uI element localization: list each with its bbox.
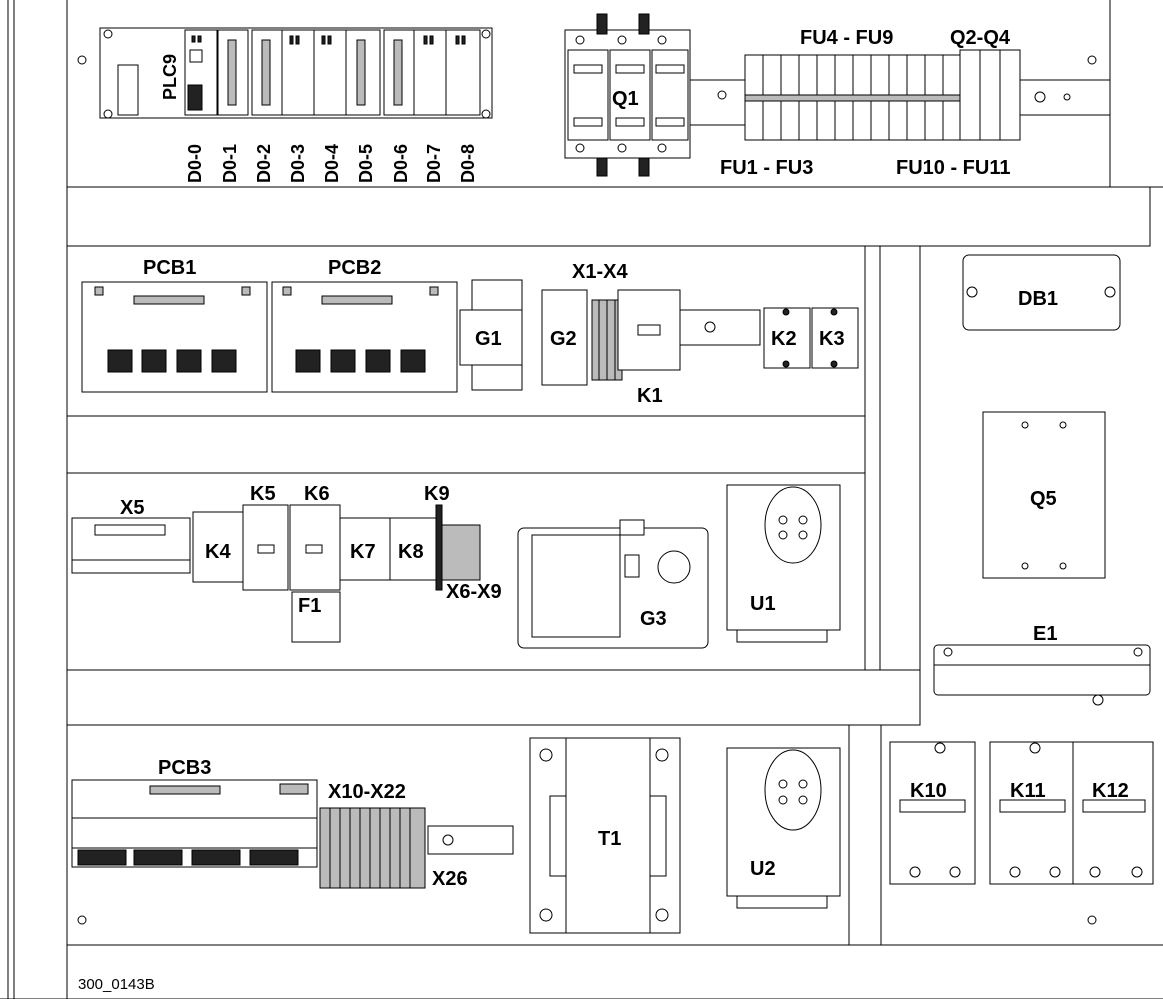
k8-label: K8 (398, 541, 424, 563)
d0-3-label: D0-3 (288, 144, 308, 183)
x5-label: X5 (120, 497, 144, 519)
x6-x9-label: X6-X9 (446, 581, 502, 603)
x1-x4-label: X1-X4 (572, 261, 628, 283)
pcb1: PCB1 (81, 257, 268, 393)
plc9-label: PLC9 (160, 54, 180, 100)
pcb3: PCB3 (71, 757, 318, 868)
x26-label: X26 (432, 868, 468, 890)
q5-label: Q5 (1030, 488, 1057, 510)
g3-supply: G3 (517, 519, 709, 649)
k5-label: K5 (250, 483, 276, 505)
pcb3-label: PCB3 (158, 757, 211, 779)
plc-io-modules (191, 29, 481, 116)
t1-label: T1 (598, 828, 621, 850)
g1-label: G1 (475, 328, 502, 350)
g3-label: G3 (640, 608, 667, 630)
fu4-fu9-label: FU4 - FU9 (800, 27, 893, 49)
d0-4-label: D0-4 (322, 144, 342, 183)
g2-label: G2 (550, 328, 577, 350)
x5-terminal: X5 (71, 497, 191, 574)
k2-label: K2 (771, 328, 797, 350)
k7-label: K7 (350, 541, 376, 563)
q2-q4-label: Q2-Q4 (950, 27, 1011, 49)
k4-label: K4 (205, 541, 231, 563)
k10-k12-contactors: K10 K11 K12 (889, 741, 1154, 885)
pcb2: PCB2 (271, 257, 458, 393)
f1-label: F1 (298, 595, 321, 617)
q1-label: Q1 (612, 88, 639, 110)
u1-label: U1 (750, 593, 776, 615)
k10-label: K10 (910, 780, 947, 802)
db1: DB1 (962, 254, 1121, 331)
x10-x22-label: X10-X22 (328, 781, 406, 803)
fuse-rail: FU4 - FU9 Q2-Q4 FU1 - FU3 FU10 - FU11 (720, 27, 1111, 179)
fu1-fu3-label: FU1 - FU3 (720, 157, 813, 179)
g2-power-supply: G2 X1-X4 K1 (541, 261, 761, 407)
u2-label: U2 (750, 858, 776, 880)
pcb2-label: PCB2 (328, 257, 381, 279)
k12-label: K12 (1092, 780, 1129, 802)
k4-k9-contactors: K4 K5 K6 K7 K8 K9 X6-X9 F1 (192, 483, 502, 643)
x10-x22-terminals: X10-X22 X26 (319, 781, 514, 890)
main-switch-q1: Q1 (564, 13, 746, 177)
e1-label: E1 (1033, 623, 1057, 645)
k11-label: K11 (1010, 780, 1046, 802)
d0-6-label: D0-6 (391, 144, 411, 183)
d0-1-label: D0-1 (220, 144, 240, 183)
d0-8-label: D0-8 (458, 144, 478, 183)
db1-label: DB1 (1018, 288, 1058, 310)
fu10-fu11-label: FU10 - FU11 (896, 157, 1010, 179)
d0-0-label: D0-0 (185, 144, 205, 183)
d0-5-label: D0-5 (356, 144, 376, 183)
k3-label: K3 (819, 328, 845, 350)
u1-drive: U1 (726, 484, 841, 643)
k1-label: K1 (637, 385, 663, 407)
e1: E1 (933, 623, 1151, 706)
u2-drive: U2 (726, 747, 841, 909)
pcb1-label: PCB1 (143, 257, 196, 279)
t1-transformer: T1 (529, 737, 681, 934)
fuse-holders (744, 55, 961, 140)
d0-7-label: D0-7 (424, 144, 444, 183)
k6-label: K6 (304, 483, 330, 505)
q5: Q5 (982, 411, 1106, 579)
g1-power-supply: G1 (459, 279, 523, 391)
plc-rack: PLC9 D0-0 D0-1 D0-2 D0-3 D0-4 D0-5 D0-6 … (99, 27, 493, 183)
document-id: 300_0143B (78, 976, 155, 993)
d0-2-label: D0-2 (254, 144, 274, 183)
k2-k3-relays: K2 K3 (763, 307, 859, 369)
k9-label: K9 (424, 483, 450, 505)
